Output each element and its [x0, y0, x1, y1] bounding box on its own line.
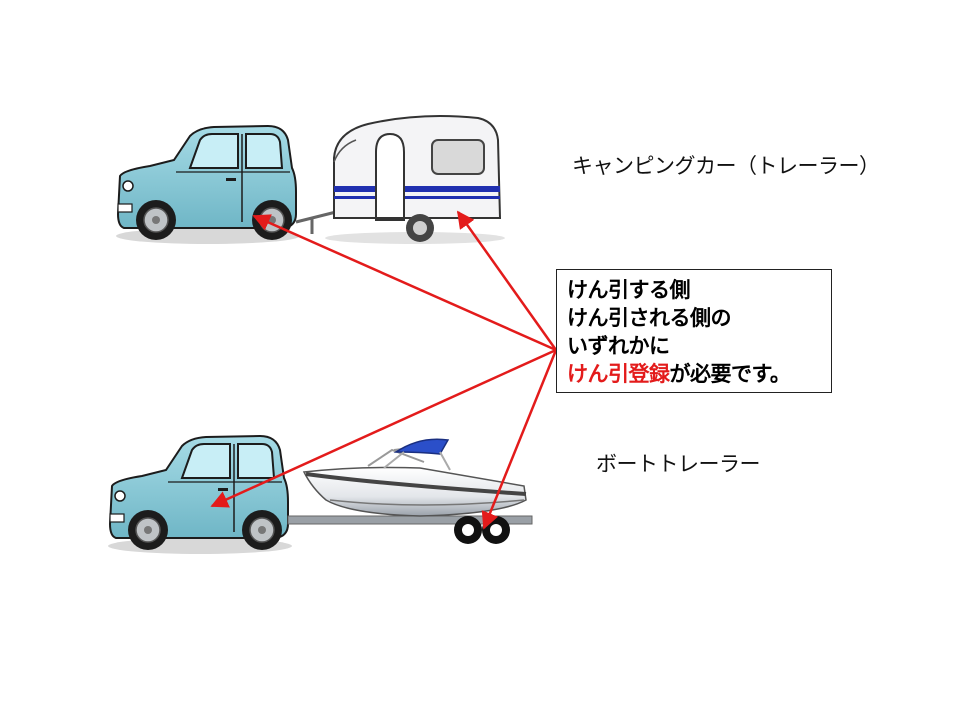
arrow-to-caravan	[456, 210, 558, 351]
arrow-to-top-car	[252, 214, 557, 352]
boat-trailer-label: ボートトレーラー	[596, 452, 761, 476]
note-line-4: けん引登録が必要です。	[567, 360, 831, 388]
boat-icon	[302, 438, 527, 517]
car-top-icon	[116, 124, 300, 244]
caravan-label: キャンピングカー（トレーラー）	[572, 154, 880, 178]
note-box: けん引する側 けん引される側の いずれかに けん引登録が必要です。	[556, 269, 832, 393]
arrow-to-bottom-car	[210, 348, 557, 508]
trailer-icon	[287, 515, 533, 544]
car-bottom-icon	[108, 434, 292, 554]
note-line-4-rest: が必要です。	[669, 362, 791, 386]
arrows	[210, 210, 558, 530]
note-highlight: けん引登録	[567, 362, 670, 386]
note-line-2: けん引される側の	[567, 306, 732, 330]
arrow-to-trailer	[481, 349, 558, 530]
note-line-1: けん引する側	[567, 278, 691, 302]
caravan-icon	[295, 115, 505, 244]
note-line-3: いずれかに	[567, 334, 670, 358]
